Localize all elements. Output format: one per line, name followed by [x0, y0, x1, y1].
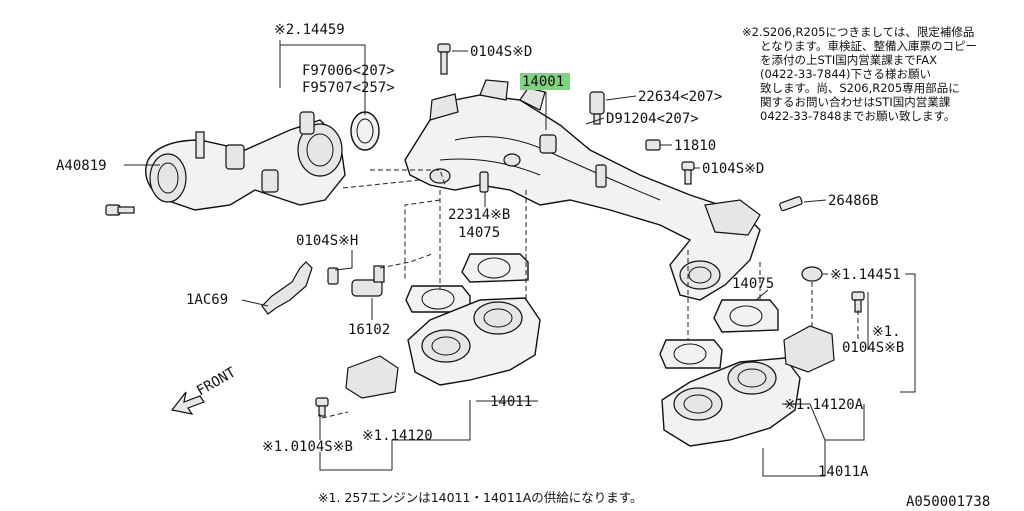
label-0104sd-mid[interactable]: 0104S※D: [702, 161, 764, 177]
label-11810[interactable]: 11810: [674, 138, 716, 154]
label-1-14120[interactable]: ※1.14120: [362, 428, 433, 444]
label-0104sd-top[interactable]: 0104S※D: [470, 44, 532, 60]
label-0104sb-right[interactable]: 0104S※B: [842, 340, 904, 356]
bolt-a40819-drawing: [105, 204, 135, 216]
label-14011a[interactable]: 14011A: [818, 464, 869, 480]
bolt-0104sh-drawing: [327, 267, 339, 285]
label-22314b[interactable]: 22314※B: [448, 207, 510, 223]
sensor-22634-drawing: [589, 91, 605, 125]
label-1-14120a[interactable]: ※1.14120A: [784, 397, 864, 413]
valve-16102-drawing: [351, 265, 385, 297]
intake-duct-drawing: [145, 111, 346, 211]
stud-26486b-drawing: [779, 196, 803, 212]
label-1-0104sb[interactable]: ※1.0104S※B: [262, 439, 353, 455]
label-f95707[interactable]: F95707<257>: [302, 80, 395, 96]
hose-clamp-drawing: [350, 111, 380, 151]
note-line-3: (0422-33-7844)下さる様お願い: [760, 67, 931, 81]
label-26486b[interactable]: 26486B: [828, 193, 879, 209]
label-22634[interactable]: 22634<207>: [638, 89, 722, 105]
intake-manifold-drawing: [404, 79, 761, 301]
plug-11810-drawing: [645, 139, 661, 151]
label-14075-right[interactable]: 14075: [732, 276, 774, 292]
figure-id: A050001738: [906, 494, 990, 510]
throttle-body-14011-drawing: [315, 297, 541, 417]
part-labels: ※2.14459 F97006<207> F95707<257> 0104S※D…: [56, 22, 904, 480]
bolt-0104sb-right-drawing: [851, 291, 865, 313]
label-1-14451[interactable]: ※1.14451: [830, 267, 901, 283]
gasket-14075-right-drawing: [659, 299, 779, 369]
stud-22314b-drawing: [479, 171, 489, 193]
oring-14451-drawing: [801, 266, 823, 282]
label-16102[interactable]: 16102: [348, 322, 390, 338]
label-2-14459[interactable]: ※2.14459: [274, 22, 345, 38]
gasket-14075-left-drawing: [405, 253, 529, 313]
note-line-4: 致します。尚、S206,R205専用部品に: [760, 81, 960, 95]
note-line-6: 0422-33-7848までお願い致します。: [760, 109, 955, 123]
label-front: FRONT: [194, 364, 239, 399]
front-arrow-icon: [170, 391, 205, 415]
note-line-2: を添付の上STI国内営業課までFAX: [760, 53, 937, 67]
pcv-hose-1ac69-drawing: [261, 261, 313, 315]
bolt-mid-drawing: [681, 161, 695, 185]
label-14001[interactable]: 14001: [522, 74, 564, 90]
throttle-body-14011a-drawing: [661, 325, 835, 447]
footer-note: ※1. 257エンジンは14011・14011Aの供給になります。: [318, 490, 643, 505]
bolt-top-drawing: [437, 43, 451, 75]
label-0104sh[interactable]: 0104S※H: [296, 233, 358, 249]
note-line-1: となります。車検証、整備入庫票のコピー: [760, 39, 977, 53]
label-14075-left[interactable]: 14075: [458, 225, 500, 241]
note-block: ※2.S206,R205につきましては、限定補修品 となります。車検証、整備入庫…: [742, 25, 977, 123]
label-d91204[interactable]: D91204<207>: [606, 111, 699, 127]
label-f97006[interactable]: F97006<207>: [302, 63, 395, 79]
label-a40819[interactable]: A40819: [56, 158, 107, 174]
label-14011[interactable]: 14011: [490, 394, 532, 410]
note-line-5: 関するお問い合わせはSTI国内営業課: [760, 95, 951, 109]
label-1-note[interactable]: ※1.: [872, 324, 901, 340]
highlight-14001: [520, 73, 570, 90]
note-line-0: ※2.S206,R205につきましては、限定補修品: [742, 25, 974, 39]
label-1ac69[interactable]: 1AC69: [186, 292, 228, 308]
leader-lines: [124, 40, 916, 477]
